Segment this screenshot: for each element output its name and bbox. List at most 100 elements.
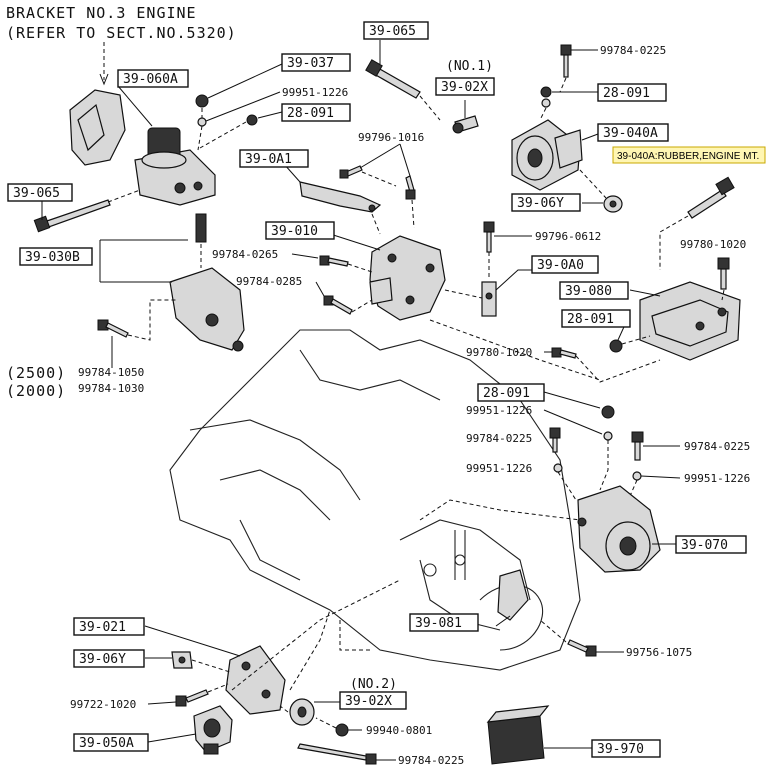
label-box-frame xyxy=(265,221,335,240)
label-box-p39-080: 39-080 xyxy=(559,281,629,300)
bolt-99796-1016-a xyxy=(339,165,363,179)
label-box-p28-091-b: 28-091 xyxy=(597,83,667,102)
label-box-frame xyxy=(7,183,73,202)
pn-99784-0225-mid: 99784-0225 xyxy=(466,432,532,445)
nut-28-091-d xyxy=(601,405,615,419)
label-box-p39-02X-top: 39-02X xyxy=(435,77,495,96)
label-box-p39-010: 39-010 xyxy=(265,221,335,240)
label-box-text: 39-0A1 xyxy=(245,152,292,167)
nut-28-091-b xyxy=(540,86,552,98)
label-box-text: 39-065 xyxy=(369,24,416,39)
label-box-frame xyxy=(73,617,145,636)
pn-99951-1226-c: 99951-1226 xyxy=(466,462,532,475)
mount-39-060A-shape xyxy=(134,127,216,206)
label-box-p39-050A: 39-050A xyxy=(73,733,149,752)
label-box-frame xyxy=(409,613,479,632)
bolt-99784-0225-top xyxy=(560,44,572,78)
washer-99951-1226-d xyxy=(632,471,642,481)
cap-39-06Y-top xyxy=(603,195,623,213)
pn-99780-1020-mid: 99780-1020 xyxy=(466,346,532,359)
label-box-p28-091-d: 28-091 xyxy=(477,383,545,402)
nut-99940-0801 xyxy=(335,723,349,737)
label-box-p39-06Y-bot: 39-06Y xyxy=(73,649,145,668)
label-box-p39-0A0: 39-0A0 xyxy=(531,255,599,274)
nut-39-037 xyxy=(195,63,283,108)
bolt-99780-1020-mid xyxy=(551,347,577,359)
bracket-39-081 xyxy=(497,569,529,621)
label-box-text: 28-091 xyxy=(603,86,650,101)
label-box-text: 28-091 xyxy=(567,312,614,327)
label-box-p39-037: 39-037 xyxy=(281,53,351,72)
label-box-frame xyxy=(117,69,189,88)
label-box-frame xyxy=(239,149,309,168)
bolt-99784-0285 xyxy=(323,295,353,315)
label-box-frame xyxy=(597,83,667,102)
bolt-99784-0225-right xyxy=(631,431,644,461)
label-box-p39-065-left: 39-065 xyxy=(7,183,73,202)
pn-99951-1226-d: 99951-1226 xyxy=(684,472,750,485)
label-box-p39-02X-bot: 39-02X xyxy=(339,691,407,710)
label-box-text: 39-06Y xyxy=(79,652,126,667)
engine-block-outline xyxy=(169,329,581,671)
tooltip: 39-040A:RUBBER,ENGINE MT. xyxy=(612,146,766,164)
bolt-99756-1075 xyxy=(567,639,597,657)
bolt-39-065-top xyxy=(365,59,421,99)
pn-99796-0612: 99796-0612 xyxy=(535,230,601,243)
label-box-frame xyxy=(511,193,581,212)
label-box-p39-065-top: 39-065 xyxy=(363,21,429,40)
pn-99951-1226-b: 99951-1226 xyxy=(466,404,532,417)
note-2000: (2000) xyxy=(6,382,66,400)
bracket-39-0A0 xyxy=(481,281,497,317)
label-box-p39-030B: 39-030B xyxy=(19,247,93,266)
bolt-99780-1020-right xyxy=(717,257,730,290)
label-box-frame xyxy=(281,53,351,72)
bracket-39-010 xyxy=(369,235,446,321)
bolt-right-long xyxy=(687,176,735,219)
label-box-text: 39-021 xyxy=(79,620,126,635)
label-box-p39-021: 39-021 xyxy=(73,617,145,636)
label-box-text: 39-0A0 xyxy=(537,258,584,273)
label-box-text: 39-080 xyxy=(565,284,612,299)
label-box-frame xyxy=(561,309,631,328)
label-box-text: 39-06Y xyxy=(517,196,564,211)
pn-99784-1050: 99784-1050 xyxy=(78,366,144,379)
label-box-p39-060A: 39-060A xyxy=(117,69,189,88)
mount-39-030B xyxy=(169,213,245,352)
label-box-frame xyxy=(19,247,93,266)
stud-39-02X-top xyxy=(452,115,479,134)
label-box-p28-091-a: 28-091 xyxy=(281,103,351,122)
bolt-99784-0265 xyxy=(319,255,349,267)
pn-99722-1020: 99722-1020 xyxy=(70,698,136,711)
label-box-text: 39-070 xyxy=(681,538,728,553)
pn-99784-0225-right: 99784-0225 xyxy=(684,440,750,453)
bracket-no3-shape xyxy=(69,89,126,166)
pn-99756-1075: 99756-1075 xyxy=(626,646,692,659)
label-box-text: 39-010 xyxy=(271,224,318,239)
label-box-p39-06Y-top: 39-06Y xyxy=(511,193,581,212)
label-box-frame xyxy=(531,255,599,274)
header-line1: BRACKET NO.3 ENGINE xyxy=(6,4,197,22)
bolt-39-065-left xyxy=(33,199,111,233)
label-box-frame xyxy=(363,21,429,40)
label-box-text: 39-065 xyxy=(13,186,60,201)
label-box-text: 39-02X xyxy=(345,694,392,709)
pn-99784-0225-top: 99784-0225 xyxy=(600,44,666,57)
mount-39-070 xyxy=(577,485,661,573)
cap-39-06Y-bottom xyxy=(171,651,193,669)
label-box-p39-040A: 39-040A xyxy=(597,123,669,142)
label-box-frame xyxy=(597,123,669,142)
label-box-frame xyxy=(559,281,629,300)
washer-28-091-b xyxy=(541,98,551,108)
washer-99951-1226-c xyxy=(553,463,563,473)
nut-28-091-c xyxy=(609,339,623,353)
note-no2: (NO.2) xyxy=(350,677,397,692)
bushing-39-050A xyxy=(193,705,233,755)
label-box-p28-091-c: 28-091 xyxy=(561,309,631,328)
bolt-99796-1016-b xyxy=(405,175,416,200)
label-box-text: 39-970 xyxy=(597,742,644,757)
pn-99951-1226-a: 99951-1226 xyxy=(282,86,348,99)
label-box-p39-970: 39-970 xyxy=(591,739,661,758)
washer-99951-1226 xyxy=(197,117,207,127)
pn-99784-0285: 99784-0285 xyxy=(236,275,302,288)
